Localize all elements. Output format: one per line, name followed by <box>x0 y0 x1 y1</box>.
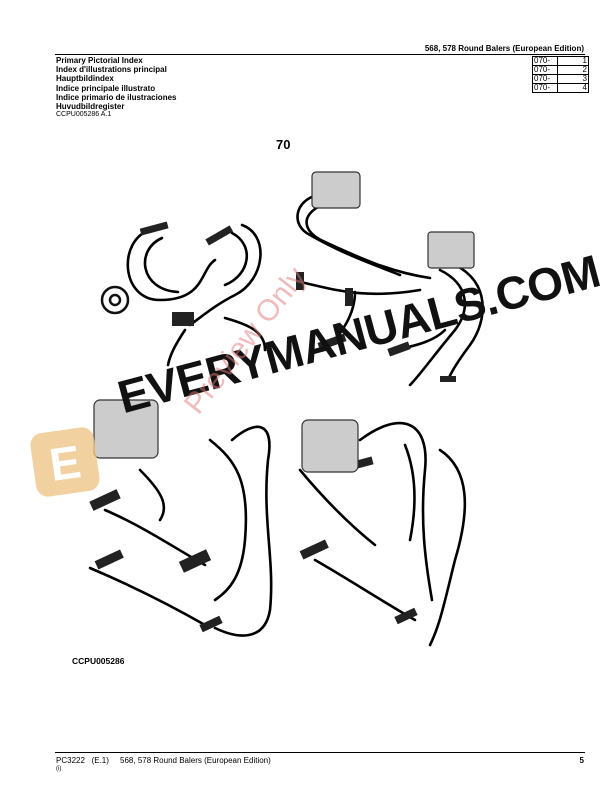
index-title: Huvudbildregister <box>56 102 125 112</box>
footer-text: PC3222 (E.1) 568, 578 Round Balers (Euro… <box>56 756 271 765</box>
index-row: 070- 4 <box>532 83 589 93</box>
figure-number: 70 <box>276 137 291 152</box>
watermark-logo-letter: E <box>46 435 84 491</box>
index-title: Indice principale illustrato <box>56 83 156 93</box>
footer-rule <box>55 752 585 753</box>
figure-label: CCPU005286 <box>72 656 125 666</box>
index-title: Primary Pictorial Index <box>56 56 143 65</box>
index-number: 4 <box>557 83 589 93</box>
index-title: Index d'illustrations principal <box>56 65 167 75</box>
watermark-logo: E <box>28 425 102 499</box>
footer-subtext: (i) <box>56 766 62 772</box>
index-title: Indice primario de ilustraciones <box>56 92 177 102</box>
header-title: 568, 578 Round Balers (European Edition) <box>424 44 584 53</box>
index-title-list: Primary Pictorial Index Index d'illustra… <box>56 56 176 111</box>
page-number: 5 <box>579 756 584 765</box>
index-table: 070- 1 070- 2 070- 3 070- 4 <box>532 56 589 93</box>
document-reference: CCPU005286 A.1 <box>56 111 112 118</box>
header-rule <box>55 54 585 55</box>
index-title: Hauptbildindex <box>56 74 114 84</box>
